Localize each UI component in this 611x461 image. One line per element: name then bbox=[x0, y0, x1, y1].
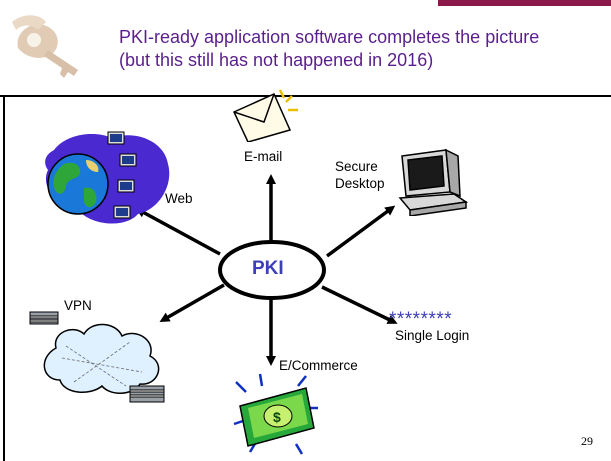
single-login-label: Single Login bbox=[395, 328, 470, 343]
cloud-vpn-icon bbox=[29, 311, 165, 403]
page-number: 29 bbox=[581, 434, 593, 448]
arrow-desktop bbox=[325, 205, 396, 258]
ecommerce-label: E/Commerce bbox=[279, 358, 358, 373]
slide-title: PKI-ready application software completes… bbox=[119, 26, 589, 72]
vpn-label: VPN bbox=[64, 298, 92, 313]
desktop-computer-icon bbox=[398, 148, 468, 216]
secure-desktop-line-1: Secure bbox=[335, 159, 378, 174]
arrow-web bbox=[135, 208, 221, 256]
secure-desktop-label: Secure Desktop bbox=[335, 158, 385, 192]
title-line-1: PKI-ready application software completes… bbox=[119, 27, 540, 47]
arrow-single-login bbox=[321, 285, 398, 324]
secure-desktop-line-2: Desktop bbox=[335, 176, 385, 191]
accent-bar bbox=[438, 0, 611, 6]
pki-label: PKI bbox=[252, 258, 284, 279]
pki-ellipse bbox=[218, 240, 326, 300]
single-login-stars: ******** bbox=[389, 309, 453, 330]
globe-network-icon bbox=[45, 131, 170, 224]
arrow-vpn bbox=[159, 283, 225, 322]
web-label: Web bbox=[165, 191, 193, 206]
email-label: E-mail bbox=[244, 149, 283, 164]
envelope-icon bbox=[232, 89, 298, 142]
key-icon bbox=[12, 15, 78, 78]
svg-text:$: $ bbox=[273, 409, 281, 425]
title-line-2: (but this still has not happened in 2016… bbox=[119, 50, 434, 70]
money-icon: $ bbox=[233, 373, 318, 455]
